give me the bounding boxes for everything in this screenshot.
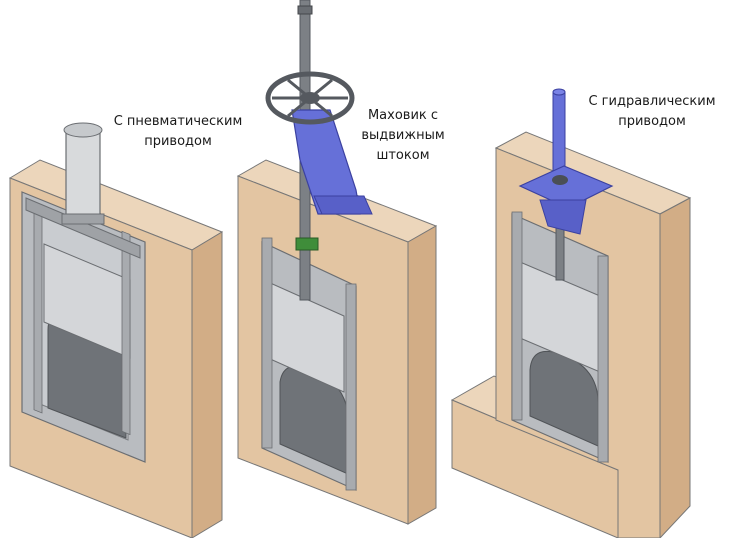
cylinder-cap — [63, 122, 103, 138]
caption-handwheel-line1: Маховик с — [367, 108, 439, 123]
caption-hydraulic-line1: С гидравлическим — [588, 94, 716, 109]
pneumatic-gate-assembly — [8, 122, 224, 538]
left-rail — [261, 237, 273, 449]
handwheel-rim — [265, 71, 355, 125]
hydraulic-gate-assembly — [450, 88, 692, 538]
handwheel-gate-assembly — [236, 0, 438, 525]
right-rail — [121, 230, 131, 436]
top-yoke — [25, 197, 141, 259]
caption-pneumatic: С пневматическим приводом — [98, 112, 258, 152]
caption-hydraulic: С гидравлическим приводом — [572, 92, 732, 132]
stem-cap — [297, 5, 313, 15]
pneumatic-cylinder — [65, 129, 101, 221]
caption-pneumatic-line2: приводом — [144, 134, 212, 149]
concrete-block-side — [407, 225, 437, 525]
stem-guide — [295, 237, 319, 251]
cylinder-mount — [61, 213, 105, 225]
caption-handwheel-line2: выдвижным — [361, 128, 445, 143]
right-rail — [597, 255, 609, 463]
caption-hydraulic-line2: приводом — [618, 114, 686, 129]
concrete-block-side — [659, 197, 691, 538]
left-rail — [511, 211, 523, 421]
bracket-base — [313, 195, 373, 215]
cylinder-cap — [552, 88, 566, 96]
right-rail — [345, 283, 357, 491]
caption-handwheel-line3: штоком — [376, 148, 430, 163]
caption-pneumatic-line1: С пневматическим — [113, 114, 243, 129]
hydraulic-cylinder — [552, 91, 566, 175]
mount-bracket — [539, 199, 587, 235]
caption-handwheel: Маховик с выдвижным штоком — [348, 106, 458, 166]
handwheel-hub — [300, 92, 320, 104]
concrete-block-side — [191, 231, 223, 538]
left-rail — [33, 209, 43, 414]
mount-nut — [552, 175, 568, 185]
